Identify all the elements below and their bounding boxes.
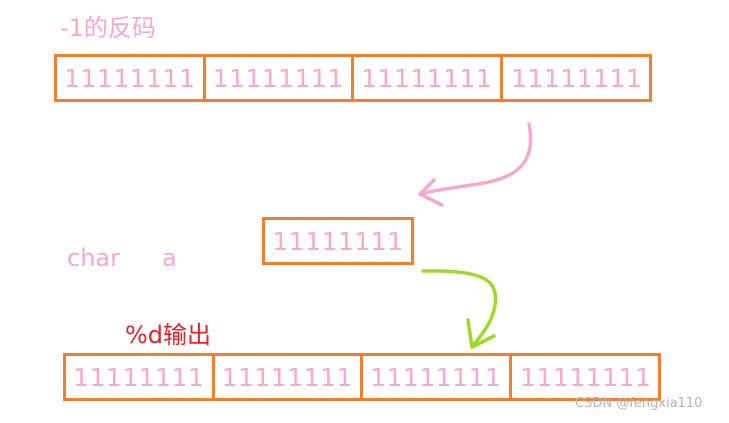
top-byte-cell: 11111111 [206, 57, 354, 99]
char-byte-row: 11111111 [262, 217, 414, 265]
top-byte-cell: 11111111 [57, 57, 206, 99]
top-byte-cell: 11111111 [511, 63, 643, 93]
top-byte-row: 11111111 11111111 11111111 11111111 [54, 54, 652, 102]
bottom-byte-cell: 11111111 [215, 356, 363, 398]
variable-name: a [162, 244, 177, 272]
bottom-byte-cell: 11111111 [363, 356, 512, 398]
watermark: CSDN @fengxia110 [575, 396, 703, 411]
pink-arrow [418, 122, 533, 207]
green-arrow [421, 269, 498, 349]
bottom-byte-cell: 11111111 [520, 362, 652, 392]
bottom-byte-row: 11111111 11111111 11111111 11111111 [63, 353, 661, 401]
bottom-title: %d输出 [125, 321, 212, 349]
top-byte-cell: 11111111 [354, 57, 503, 99]
top-title: -1的反码 [60, 14, 156, 42]
bottom-byte-cell: 11111111 [66, 356, 215, 398]
char-keyword: char [67, 244, 120, 272]
char-byte-cell: 11111111 [272, 226, 404, 256]
